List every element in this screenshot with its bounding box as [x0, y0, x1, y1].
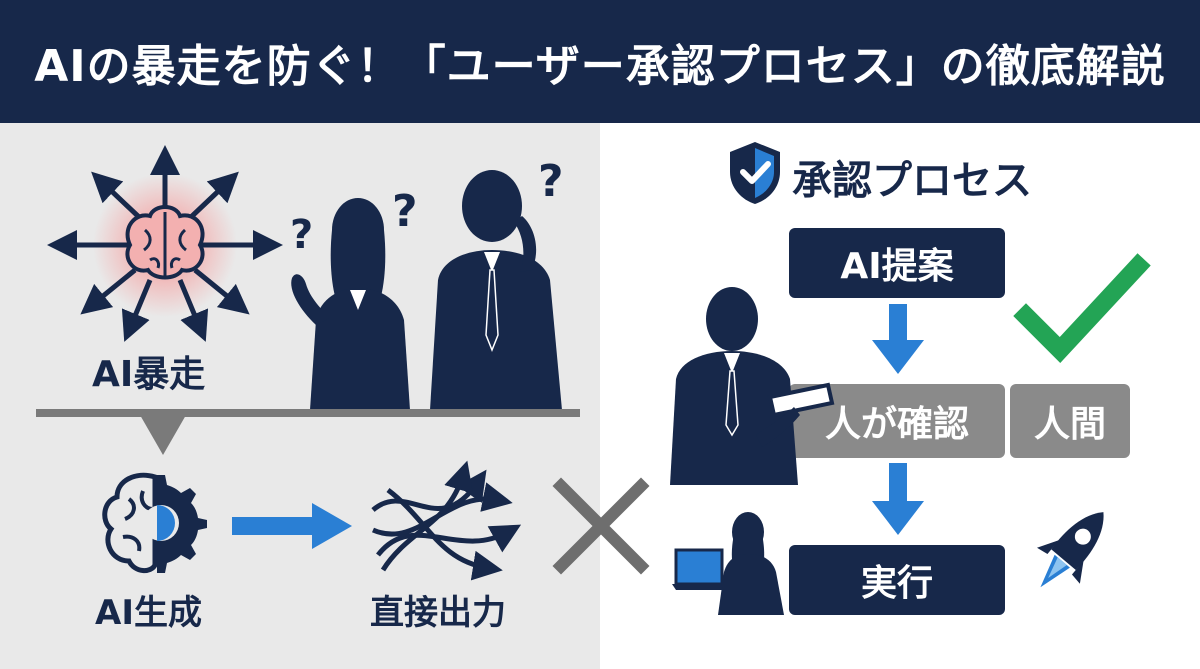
header-bar: AIの暴走を防ぐ！「ユーザー承認プロセス」の徹底解説	[0, 0, 1200, 123]
ai-runaway-label: AI暴走	[92, 354, 206, 395]
arrow-right-icon	[232, 503, 352, 549]
cross-icon	[552, 477, 650, 575]
shield-check-icon	[730, 142, 780, 204]
brain-gear-icon	[102, 472, 207, 573]
direct-output-label: 直接出力	[370, 593, 506, 633]
confused-people-illustration: ? ? ?	[290, 156, 564, 410]
brain-runaway-icon	[47, 145, 283, 342]
down-pointer-icon	[140, 415, 186, 455]
section-divider	[36, 409, 580, 417]
arrow-down-icon-2	[872, 463, 924, 535]
arrow-down-icon	[872, 304, 924, 374]
businessman-tablet-illustration	[670, 287, 835, 485]
step-execute: 実行	[789, 545, 1005, 615]
woman-laptop-illustration	[672, 512, 784, 615]
rocket-icon	[1036, 512, 1104, 588]
svg-text:?: ?	[538, 156, 564, 207]
human-tag: 人間	[1010, 384, 1130, 458]
ai-generate-label: AI生成	[95, 593, 202, 633]
process-title: 承認プロセス	[792, 158, 1032, 204]
tangled-arrows-icon	[371, 460, 522, 581]
checkmark-icon	[1013, 253, 1151, 363]
step-human-check: 人が確認	[789, 384, 1005, 458]
page-title: AIの暴走を防ぐ！「ユーザー承認プロセス」の徹底解説	[34, 40, 1166, 92]
step-ai-proposal: AI提案	[789, 228, 1005, 298]
svg-text:?: ?	[290, 212, 313, 258]
svg-text:?: ?	[392, 186, 418, 237]
